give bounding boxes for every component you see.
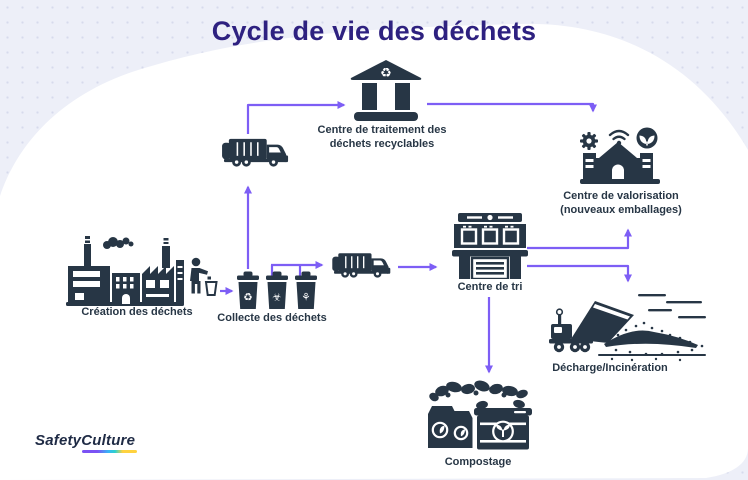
plant-symbol-icon: ⚘ bbox=[301, 292, 310, 304]
garbage-truck-icon bbox=[332, 253, 391, 278]
label-traitement-line2: déchets recyclables bbox=[329, 137, 435, 150]
wifi-icon bbox=[608, 129, 630, 137]
arrow-tri-to-valorisation bbox=[527, 228, 632, 250]
logo-safety: Safety bbox=[35, 432, 82, 449]
person-throwing-waste-icon bbox=[190, 257, 218, 296]
label-collecte: Collecte des déchets bbox=[217, 312, 327, 324]
label-traitement: Centre de traitement des déchets recycla… bbox=[318, 124, 447, 151]
label-creation: Création des déchets bbox=[81, 306, 193, 318]
logo-gradient-underline bbox=[82, 450, 138, 453]
recycling-bank-building-icon: ♻ bbox=[350, 60, 422, 121]
arrow-truck-to-traitement bbox=[246, 101, 346, 134]
compost-bins-icon bbox=[428, 380, 532, 450]
page-title: Cycle de vie des déchets bbox=[211, 16, 537, 46]
label-valorisation: Centre de valorisation (nouveaux emballa… bbox=[560, 190, 682, 217]
logo-culture: Culture bbox=[81, 432, 138, 453]
factory-icon bbox=[66, 236, 184, 306]
label-tri: Centre de tri bbox=[457, 281, 523, 293]
arrow-tri-to-decharge bbox=[527, 264, 632, 283]
label-decharge: Décharge/Incinération bbox=[552, 362, 668, 374]
eco-factory-building-icon bbox=[580, 127, 660, 184]
safetyculture-logo: SafetyCulture bbox=[35, 432, 138, 453]
leaf-icon bbox=[639, 135, 647, 144]
dump-truck-landfill-icon bbox=[549, 294, 706, 362]
label-valorisation-line2: (nouveaux emballages) bbox=[560, 203, 682, 216]
sorting-warehouse-icon bbox=[452, 213, 528, 279]
label-compostage: Compostage bbox=[444, 456, 512, 468]
recycle-symbol-icon: ♻ bbox=[380, 66, 392, 81]
arrow-traitement-to-valorisation bbox=[427, 102, 597, 113]
label-traitement-line1: Centre de traitement des bbox=[317, 124, 447, 136]
label-valorisation-line1: Centre de valorisation bbox=[563, 190, 679, 202]
logo-culture-text: Culture bbox=[81, 432, 136, 449]
biohazard-symbol-icon: ☣ bbox=[272, 292, 281, 304]
garbage-truck-icon bbox=[222, 138, 289, 167]
three-waste-bins-icon: ♻ ☣ ⚘ bbox=[237, 271, 317, 309]
recycle-symbol-icon: ♻ bbox=[243, 292, 252, 304]
